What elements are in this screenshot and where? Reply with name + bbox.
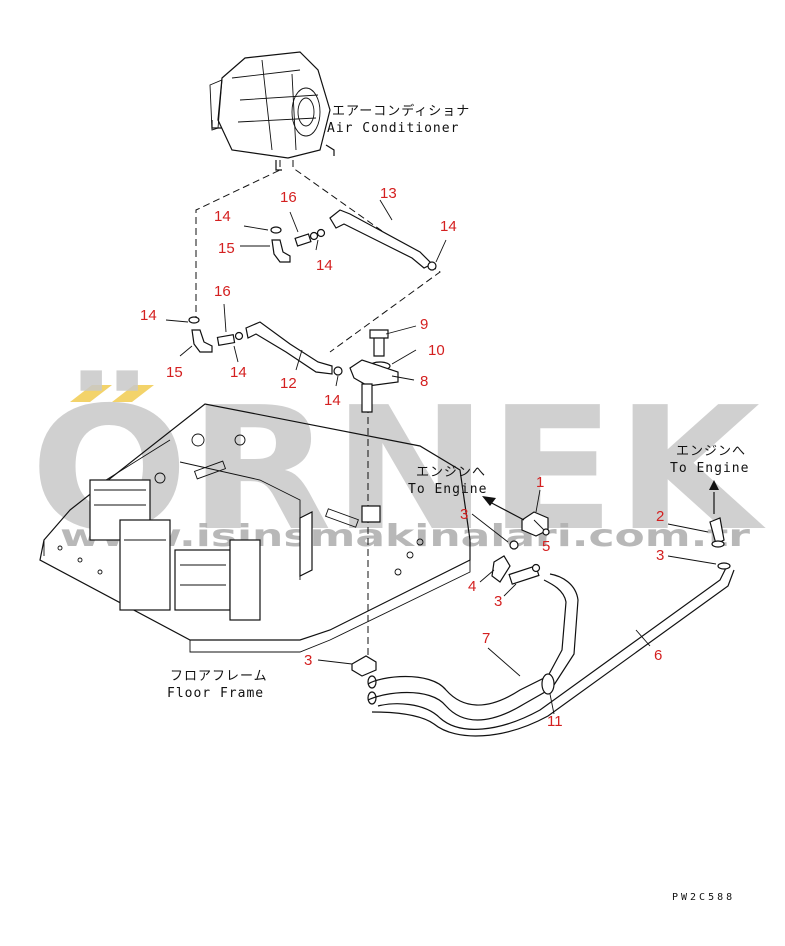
part-number-7: 7: [482, 630, 490, 647]
part-number-11: 11: [547, 713, 563, 730]
part-number-6: 6: [654, 647, 662, 664]
part-number-2: 2: [656, 508, 664, 525]
part-number-4: 4: [468, 578, 476, 595]
lower-hoses: [367, 562, 735, 737]
watermark: ÖRNEK www.isinsmakinalari.com.tr: [30, 370, 766, 569]
labels: エアーコンディショナ Air Conditioner エンジンへ To Engi…: [167, 103, 749, 903]
bracket-assembly: [349, 329, 399, 413]
part-number-16: 16: [280, 189, 297, 206]
watermark-url: www.isinsmakinalari.com.tr: [60, 519, 750, 554]
part-number-13: 13: [380, 185, 397, 202]
ac-label-jp: エアーコンディショナ: [332, 103, 470, 119]
part-number-14: 14: [214, 208, 231, 225]
part-number-14: 14: [230, 364, 247, 381]
lower-clamp: [351, 655, 377, 705]
air-conditioner-unit: [209, 51, 335, 171]
engine2-label-en: To Engine: [670, 461, 749, 476]
part-number-14: 14: [440, 218, 457, 235]
part-number-5: 5: [542, 538, 550, 555]
part-number-16: 16: [214, 283, 231, 300]
engine1-label-en: To Engine: [408, 482, 487, 497]
part-number-15: 15: [166, 364, 183, 381]
part-number-3: 3: [304, 652, 312, 669]
engine-fittings: [491, 511, 725, 585]
floor-frame: [39, 403, 471, 653]
part-number-12: 12: [280, 375, 297, 392]
part-number-3: 3: [656, 547, 664, 564]
floor-label-jp: フロアフレーム: [170, 669, 268, 684]
upper-hose-group: [270, 209, 437, 271]
part-number-14: 14: [316, 257, 333, 274]
part-number-10: 10: [428, 342, 445, 359]
part-numbers: 1 2 3 3 3 3 4 5 6 7 8 9 10 11 12 13 14 1…: [140, 185, 664, 730]
callout-leaders: [165, 199, 717, 715]
part-number-3: 3: [460, 506, 468, 523]
ac-label-en: Air Conditioner: [327, 121, 459, 136]
watermark-accent-left: [70, 385, 112, 402]
part-number-14: 14: [324, 392, 341, 409]
part-number-1: 1: [536, 474, 544, 491]
mid-hose-group: [188, 316, 343, 376]
floor-label-en: Floor Frame: [167, 686, 264, 701]
part-number-8: 8: [420, 373, 428, 390]
part-number-14: 14: [140, 307, 157, 324]
watermark-accent-right: [112, 385, 154, 402]
part-number-15: 15: [218, 240, 235, 257]
part-number-9: 9: [420, 316, 428, 333]
engine2-label-jp: エンジンへ: [676, 444, 746, 459]
part-number-3: 3: [494, 593, 502, 610]
engine1-label-jp: エンジンへ: [416, 465, 486, 480]
drawing-code: PW2C588: [672, 892, 735, 903]
arrows: [482, 480, 719, 521]
